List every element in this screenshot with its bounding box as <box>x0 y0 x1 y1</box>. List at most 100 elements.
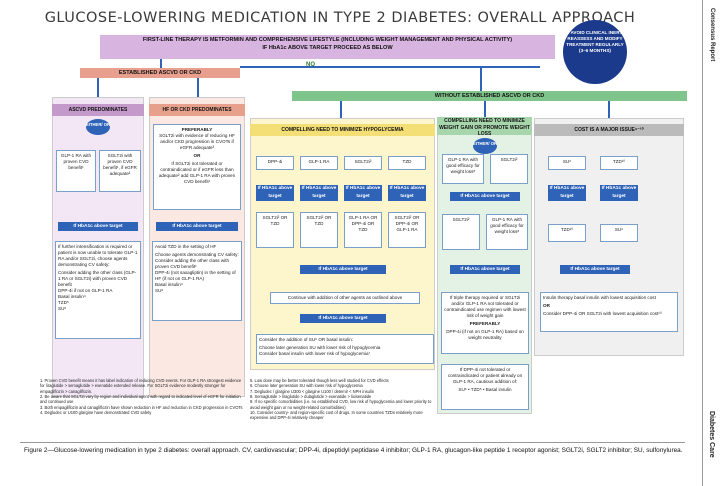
caption-rule <box>20 442 685 443</box>
ascvd-intensify-text: If further intensification is required o… <box>58 244 138 267</box>
hfckd-text2: If SGLT2i not tolerated or contraindicat… <box>158 160 236 184</box>
hypo-above-target: If HbA1c above target <box>344 185 382 201</box>
cost-insulin-box: Insulin therapy basal insulin with lowes… <box>540 292 678 332</box>
ascvd-intensify-box: If further intensification is required o… <box>55 241 141 339</box>
cost-second-line: SU⁶ <box>600 224 638 242</box>
hypo-consider: Consider the addition of SU⁶ OR basal in… <box>259 337 354 342</box>
ascvd-option-glp1: GLP-1 RA with proven CVD benefit¹ <box>56 150 96 192</box>
ascvd-above-target: If HbA1c above target <box>58 222 138 231</box>
footnote: 9. If no specific comorbidities (i.e. no… <box>250 399 432 410</box>
hfckd-choose: Choose agents demonstrating CV safety: <box>155 251 239 257</box>
weight-text3b: SU⁶ • TZD⁵ • Basal insulin <box>458 386 512 392</box>
either-or-badge: EITHER/ OR <box>86 119 110 135</box>
hypo-above-target-2: If HbA1c above target <box>300 265 386 274</box>
hypo-second-line: SGLT2i² OR TZD <box>256 212 294 248</box>
hfckd-safety-box: Avoid TZD in the setting of HF Choose ag… <box>152 241 242 321</box>
footnote: 10. Consider country- and region-specifi… <box>250 409 423 421</box>
hypo-drug: DPP-4i <box>256 156 294 170</box>
journal-sidebar <box>702 0 716 486</box>
hypo-above-target: If HbA1c above target <box>300 185 338 201</box>
weight-text2: DPP-4i (if not on GLP-1 RA) based on wei… <box>446 328 524 340</box>
hypo-drug: TZD <box>388 156 426 170</box>
weight-option-glp1: GLP-1 RA with good efficacy for weight l… <box>442 154 484 184</box>
hypo-second-line: SGLT2i² OR DPP-4i OR GLP-1 RA <box>388 212 426 248</box>
footnotes-right: 5. Low dose may be better tolerated thou… <box>250 378 434 421</box>
reassess-circle: TO AVOID CLINICAL INERTIA REASSESS AND M… <box>563 20 627 84</box>
cost-above-target: If HbA1c above target <box>600 185 638 201</box>
ascvd-bullet: Consider adding the other class (GLP-1 R… <box>58 269 137 287</box>
hypo-above-target: If HbA1c above target <box>256 185 294 201</box>
connector <box>480 66 482 91</box>
branch-established: ESTABLISHED ASCVD OR CKD <box>80 68 240 78</box>
hfckd-avoid: Avoid TZD in the setting of HF <box>155 244 217 249</box>
cost-drug: SU⁶ <box>548 156 586 170</box>
hypo-bullet: Choose later generation SU with lower ri… <box>259 344 381 350</box>
footnote: 3. Both empagliflozin and canagliflozin … <box>40 404 243 410</box>
cost-bullet1: Insulin therapy basal insulin with lowes… <box>543 295 656 300</box>
hypo-above-target-3: If HbA1c above target <box>300 314 386 323</box>
hfckd-header: HF OR CKD PREDOMINATES <box>149 104 245 116</box>
connector <box>608 101 610 118</box>
hypo-above-target: If HbA1c above target <box>388 185 426 201</box>
hfckd-preferred-box: PREFERABLY SGLT2i with evidence of reduc… <box>153 124 241 210</box>
weight-preferably: PREFERABLY <box>469 320 501 326</box>
weight-text1: If triple therapy required or SGLT2i and… <box>444 295 526 318</box>
hypo-drug: GLP-1 RA <box>300 156 338 170</box>
first-line-banner: FIRST-LINE THERAPY IS METFORMIN AND COMP… <box>100 35 555 59</box>
hfckd-text1: SGLT2i with evidence of reducing HF and/… <box>159 132 235 150</box>
hfckd-bullet: SU⁶ <box>155 287 164 293</box>
either-or-badge: EITHER/ OR <box>473 138 497 154</box>
connector <box>197 78 199 98</box>
connector <box>97 78 99 98</box>
hypo-second-line: SGLT2i² OR TZD <box>300 212 338 248</box>
footnote: 4. Degludec or U100 glargine have demons… <box>40 409 152 415</box>
weight-cautious-box: If DPP-4i not tolerated or contraindicat… <box>441 364 529 410</box>
footnotes-left: 1. Proven CVD benefit means it has label… <box>40 378 246 415</box>
connector <box>340 101 342 118</box>
ascvd-bullet: SU⁶ <box>58 305 67 311</box>
weight-triple-box: If triple therapy required or SGLT2i and… <box>441 292 529 354</box>
hfckd-bullet: Basal insulin⁴ <box>155 281 183 287</box>
weight-above-target-2: If HbA1c above target <box>450 265 520 274</box>
hypo-drug: SGLT2i² <box>344 156 382 170</box>
cost-or: OR <box>543 302 550 308</box>
hfckd-bullet: DPP-4i (not saxagliptin) in the setting … <box>155 269 236 281</box>
footnote: 7. Degludec / glargine U300 < glargine U… <box>250 388 375 394</box>
ascvd-option-sglt2: SGLT2i with proven CVD benefit¹, if eGFR… <box>99 150 141 192</box>
ascvd-header: ASCVD PREDOMINATES <box>52 104 144 116</box>
hfckd-or: OR <box>193 152 201 158</box>
cost-above-target-2: If HbA1c above target <box>560 265 630 274</box>
ascvd-bullet: TZD⁵ <box>58 299 69 305</box>
weight-option-sglt2: SGLT2i² <box>490 154 528 184</box>
hypo-second-line: GLP-1 RA OR DPP-4i OR TZD <box>344 212 382 248</box>
ascvd-bullet: Basal insulin⁴ <box>58 293 86 299</box>
weight-text3: If DPP-4i not tolerated or contraindicat… <box>447 367 523 384</box>
hfckd-preferably: PREFERABLY <box>181 127 213 132</box>
hfckd-bullet: Consider adding the other class with pro… <box>155 257 230 269</box>
cost-bullet2: Consider DPP-4i OR SGLT2i with lowest ac… <box>543 310 662 316</box>
weight-header: COMPELLING NEED TO MINIMIZE WEIGHT GAIN … <box>437 117 532 137</box>
branch-no: NO <box>306 62 315 68</box>
hypo-continue: Continue with addition of other agents a… <box>270 292 420 304</box>
footnote: 6. Choose later generation SU with lower… <box>250 383 363 389</box>
ascvd-bullet: DPP-4i if not on GLP-1 RA <box>58 287 113 293</box>
banner-line1: FIRST-LINE THERAPY IS METFORMIN AND COMP… <box>142 37 513 43</box>
banner-line2: IF HbA1c ABOVE TARGET PROCEED AS BELOW <box>262 44 393 51</box>
cost-header: COST IS A MAJOR ISSUE⁹⁻¹⁰ <box>534 124 684 136</box>
cost-drug: TZD¹⁰ <box>600 156 638 170</box>
figure-caption: Figure 2—Glucose-lowering medication in … <box>24 447 683 454</box>
sidebar-bottom-label: Diabetes Care <box>708 411 715 458</box>
weight-second-glp1: GLP-1 RA with good efficacy for weight l… <box>486 214 528 250</box>
cost-second-line: TZD¹⁰ <box>548 224 586 242</box>
footnote: 1. Proven CVD benefit means it has label… <box>40 378 242 394</box>
connector <box>484 101 486 118</box>
connector <box>160 59 162 68</box>
sidebar-top-label: Consensus Report <box>709 8 715 62</box>
hypo-consider-box: Consider the addition of SU⁶ OR basal in… <box>256 334 434 364</box>
footnote: 2. Be aware that SGLT2i vary by region a… <box>40 393 241 405</box>
branch-without: WITHOUT ESTABLISHED ASCVD OR CKD <box>292 91 687 101</box>
footnote: 5. Low dose may be better tolerated thou… <box>250 378 389 383</box>
hfckd-above-target: If HbA1c above target <box>156 222 238 231</box>
footnote: 8. Semaglutide > liraglutide > dulagluti… <box>250 393 372 399</box>
connector <box>240 66 540 68</box>
